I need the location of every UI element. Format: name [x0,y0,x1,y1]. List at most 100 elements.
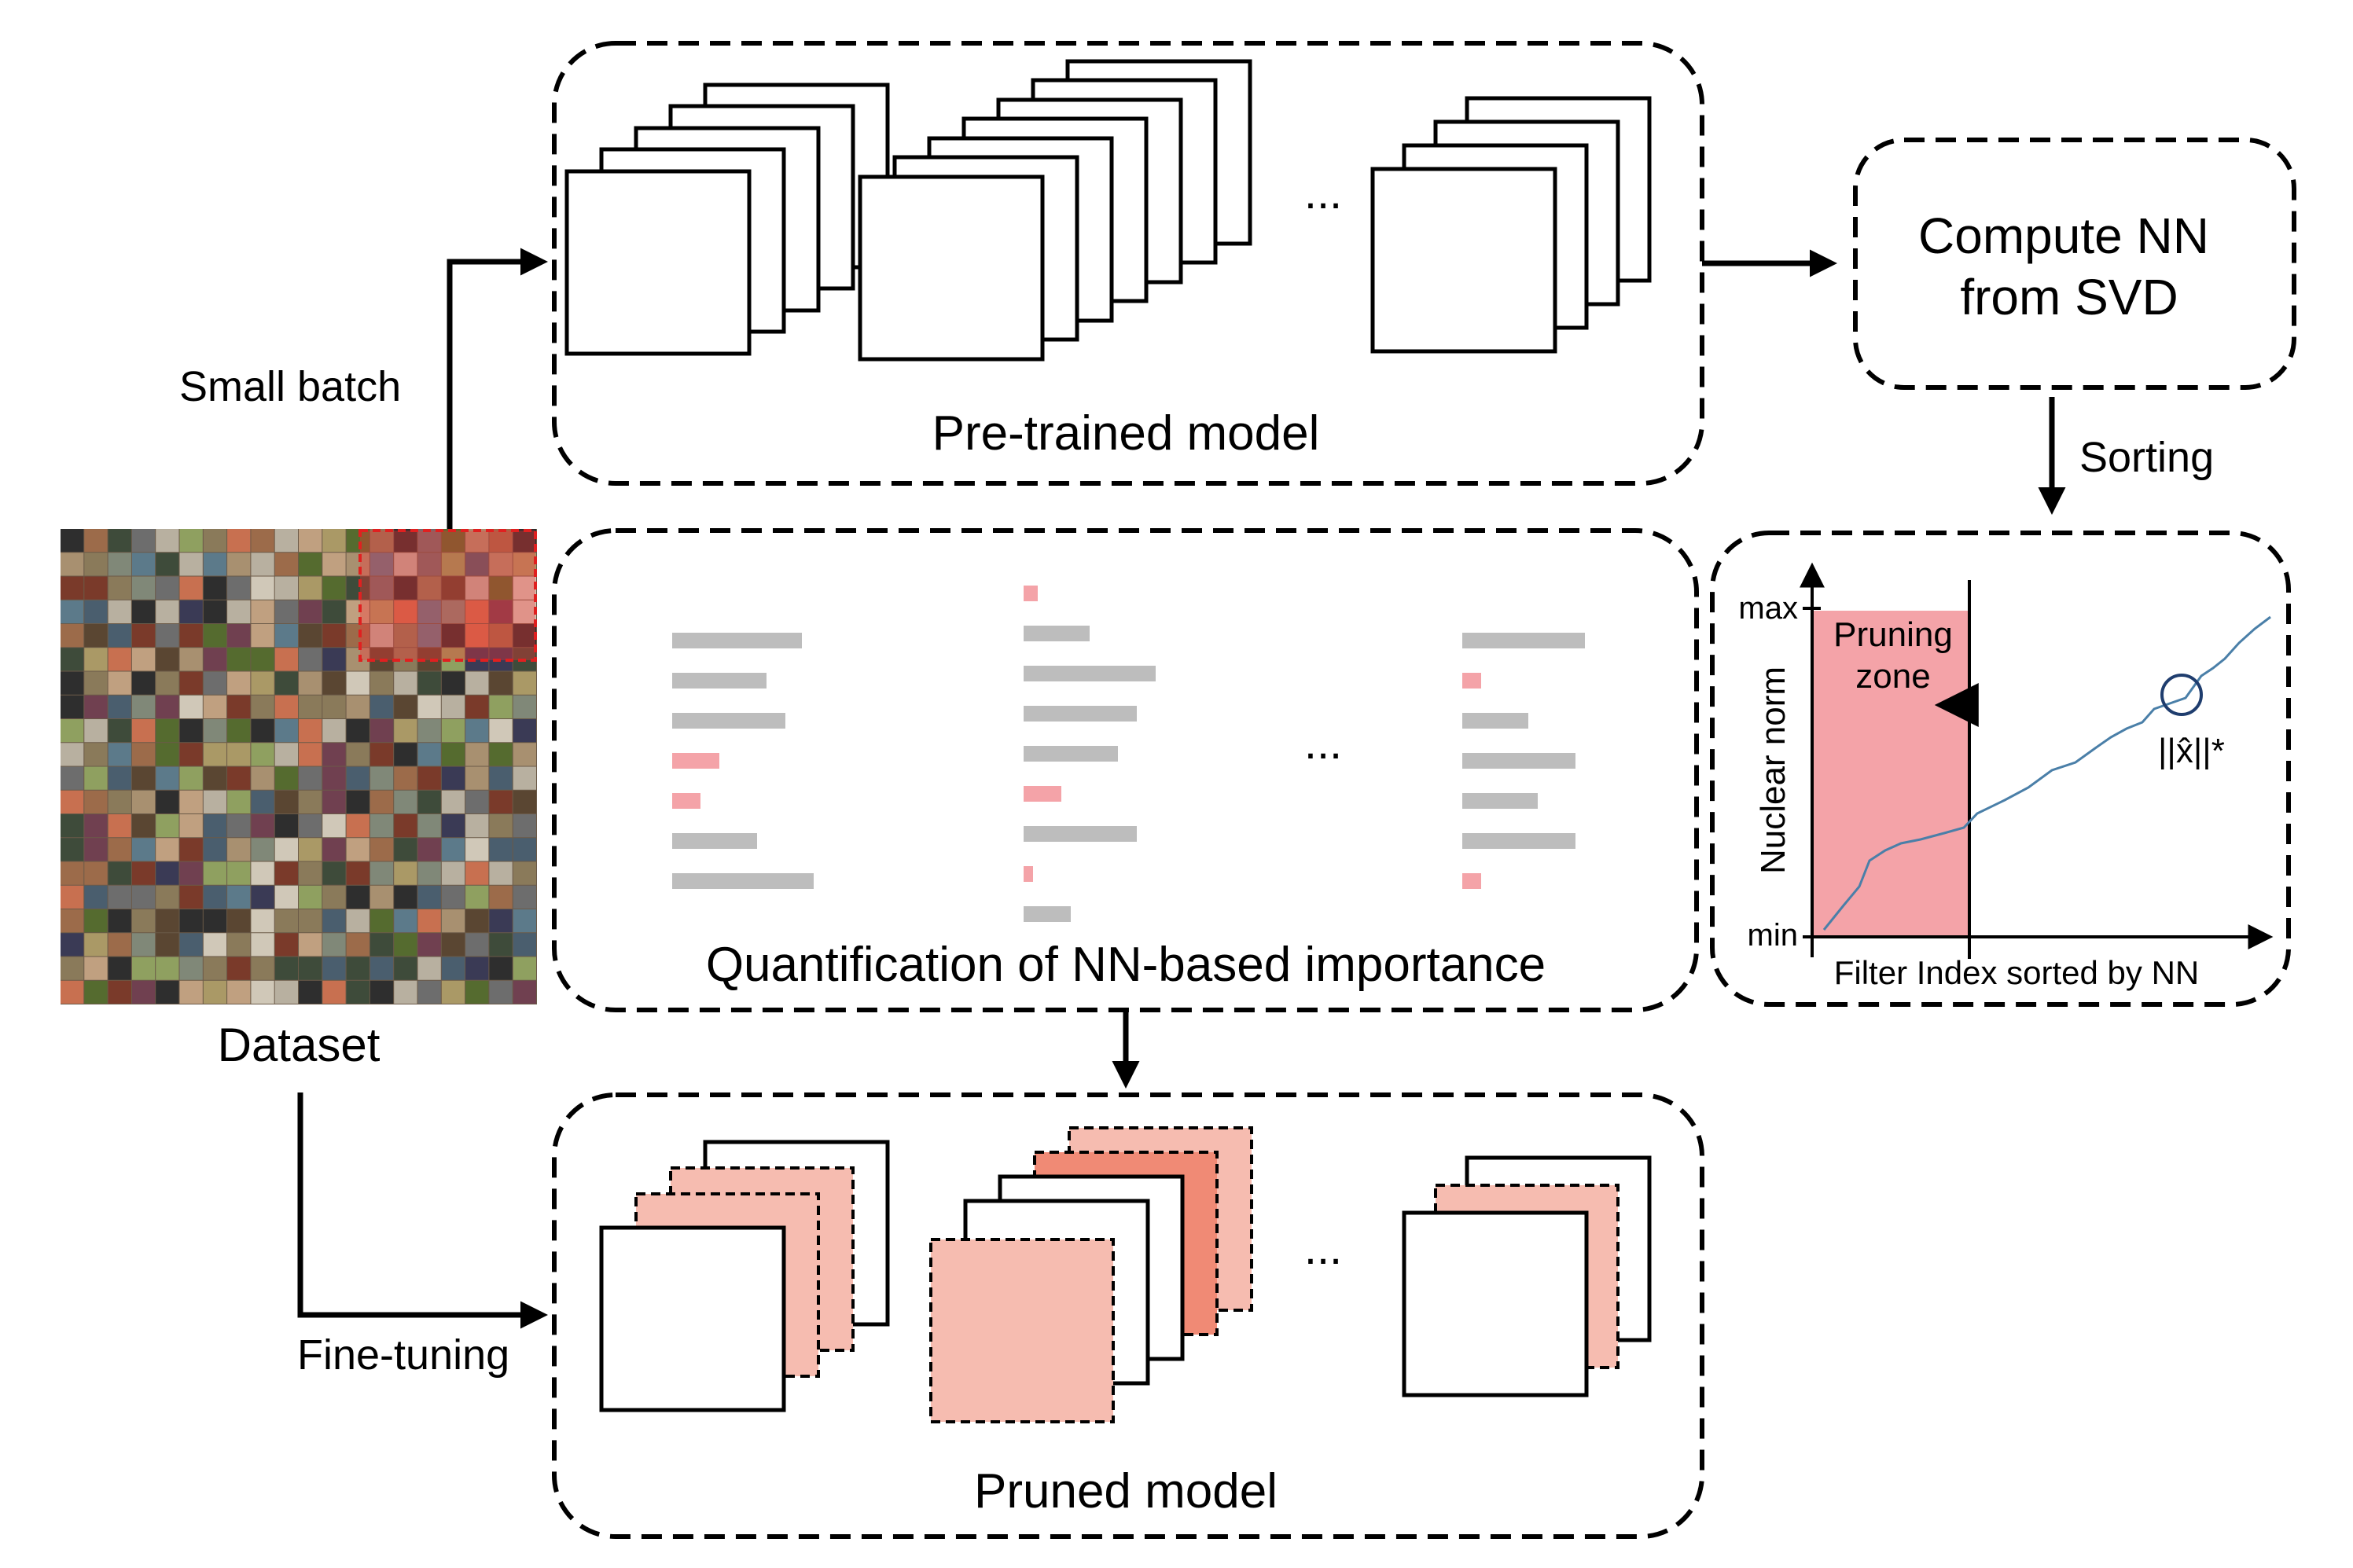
dataset-thumbnail [489,743,513,766]
dataset-thumbnail [417,553,441,576]
pruning-zone-line1: Pruning [1833,615,1953,654]
dataset-thumbnail [84,576,108,600]
dataset-thumbnail [131,957,156,980]
dataset-thumbnail [227,980,251,1004]
dataset-thumbnail [346,719,369,743]
dataset-thumbnail [299,743,322,766]
dataset-thumbnail [84,553,108,576]
dataset-thumbnail [417,695,441,718]
dataset-thumbnail [274,576,298,600]
dataset-thumbnail [84,695,108,718]
dataset-thumbnail [274,957,298,980]
dataset-thumbnail [227,909,251,933]
importance-column-1 [672,633,814,889]
dataset-thumbnail [299,600,322,623]
dataset-thumbnail [156,576,179,600]
dataset-thumbnail [84,980,108,1004]
dataset-thumbnail [179,838,203,861]
dataset-thumbnail [203,980,227,1004]
dataset-thumbnail [179,624,203,648]
dataset-thumbnail [513,743,536,766]
dataset-thumbnail [394,957,417,980]
small-batch-highlight [358,529,537,662]
dataset-thumbnail [441,766,465,790]
sorting-label: Sorting [2079,434,2214,481]
dataset-thumbnail [84,648,108,671]
dataset-thumbnail [346,838,369,861]
importance-bar [1024,666,1156,681]
dataset-thumbnail [179,648,203,671]
compute-nn-panel: Compute NN from SVD [1853,138,2296,390]
dataset-thumbnail [322,695,346,718]
dataset-thumbnail [299,576,322,600]
dataset-thumbnail [441,743,465,766]
dataset-thumbnail [417,885,441,909]
dataset-thumbnail [322,980,346,1004]
dataset-thumbnail [441,719,465,743]
dataset-thumbnail [251,790,274,813]
dataset-thumbnail [227,861,251,885]
dataset-thumbnail [84,671,108,695]
y-max-label: max [1738,591,1798,626]
dataset-thumbnail [299,648,322,671]
dataset-thumbnail [251,553,274,576]
dataset-thumbnail [203,814,227,838]
dataset-thumbnail [61,648,84,671]
dataset-thumbnail [417,624,441,648]
dataset-thumbnail [108,957,131,980]
dataset-thumbnail [394,719,417,743]
nuclear-norm-plot-panel: max min Nuclear norm Filter Index sorted… [1710,531,2291,1007]
dataset-thumbnail [441,600,465,623]
dataset-thumbnail [369,671,394,695]
dataset-thumbnail [227,671,251,695]
dataset-thumbnail [179,576,203,600]
dataset-thumbnail [299,695,322,718]
fine-tuning-arrow [297,1092,548,1329]
dataset-thumbnail [417,576,441,600]
dataset-thumbnail [417,766,441,790]
dataset-thumbnail [274,766,298,790]
low-importance-bar [672,793,700,809]
dataset-thumbnail [179,790,203,813]
dataset-thumbnail [251,980,274,1004]
dataset-thumbnail [346,743,369,766]
dataset-thumbnail [156,624,179,648]
dataset-thumbnail [322,719,346,743]
dataset-thumbnail [417,743,441,766]
dataset-thumbnail [274,838,298,861]
dataset-thumbnail [61,957,84,980]
dataset-thumbnail [322,624,346,648]
dataset-thumbnail [179,695,203,718]
dataset-thumbnail [227,695,251,718]
dataset-thumbnail [227,648,251,671]
dataset-thumbnail [131,671,156,695]
dataset-thumbnail [227,933,251,957]
dataset-thumbnail [369,909,394,933]
dataset-thumbnail [156,790,179,813]
dataset-thumbnail [513,695,536,718]
dataset-thumbnail [179,933,203,957]
dataset-thumbnail [441,933,465,957]
dataset-thumbnail [108,648,131,671]
dataset-thumbnail [84,719,108,743]
dataset-thumbnail [465,600,489,623]
dataset-thumbnail [417,957,441,980]
dataset-thumbnail [203,576,227,600]
dataset-thumbnail [179,957,203,980]
dataset-thumbnail [227,576,251,600]
dataset-thumbnail [465,743,489,766]
dataset-thumbnail [465,671,489,695]
dataset-thumbnail [322,766,346,790]
dataset-thumbnail [299,553,322,576]
dataset-thumbnail [84,529,108,553]
dataset-thumbnail [84,766,108,790]
dataset-thumbnail [203,600,227,623]
dataset-thumbnail [251,671,274,695]
dataset-thumbnail [274,648,298,671]
dataset-thumbnail [299,909,322,933]
dataset-thumbnail [203,671,227,695]
dataset-thumbnail [299,980,322,1004]
dataset-thumbnail [394,766,417,790]
dataset-thumbnail [465,529,489,553]
